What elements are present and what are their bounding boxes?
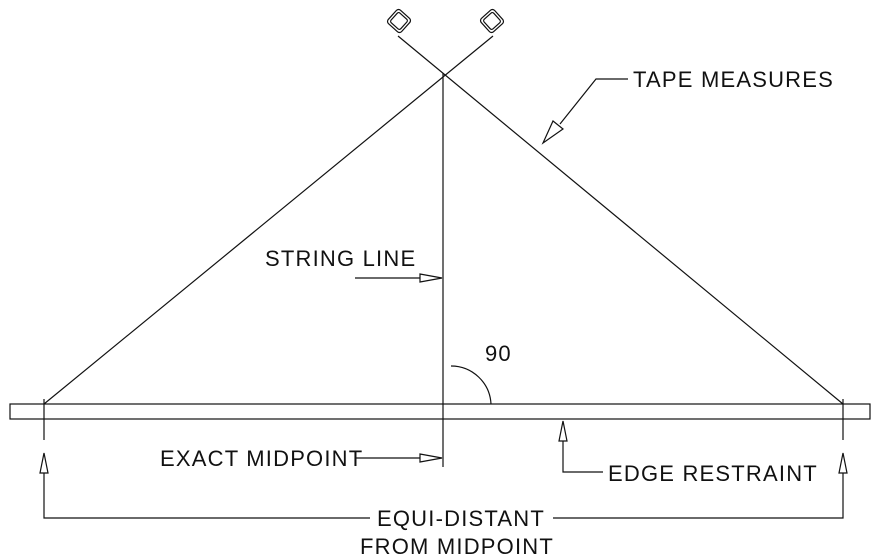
tape-measure-right bbox=[397, 35, 844, 405]
tape-measures-arrowhead bbox=[541, 120, 565, 145]
edge-restraint-arrowhead bbox=[558, 420, 568, 442]
tape-measures-leader bbox=[559, 78, 628, 125]
angle-label: 90 bbox=[485, 341, 512, 366]
right-equidistant-leader bbox=[553, 473, 844, 519]
left-equidistant-arrowhead bbox=[39, 452, 49, 474]
edge-restraint-bar bbox=[9, 403, 871, 420]
from-midpoint-label: FROM MIDPOINT bbox=[360, 534, 554, 556]
string-line-arrowhead bbox=[419, 273, 443, 283]
equi-distant-label: EQUI-DISTANT bbox=[377, 506, 545, 531]
right-angle-arc bbox=[450, 365, 492, 405]
tape-measure-handle-icon bbox=[386, 8, 412, 34]
exact-midpoint-label: EXACT MIDPOINT bbox=[160, 446, 363, 471]
edge-restraint-leader bbox=[562, 441, 603, 473]
edge-restraint-label: EDGE RESTRAINT bbox=[608, 461, 818, 486]
right-equidistant-arrowhead bbox=[838, 452, 848, 474]
left-equidistant-leader bbox=[43, 473, 370, 519]
tape-measure-handle-icon bbox=[479, 8, 505, 34]
exact-midpoint-arrowhead bbox=[419, 453, 443, 463]
tape-measures-label: TAPE MEASURES bbox=[633, 67, 834, 92]
string-line-label: STRING LINE bbox=[265, 246, 416, 271]
tape-measure-left bbox=[43, 35, 494, 405]
